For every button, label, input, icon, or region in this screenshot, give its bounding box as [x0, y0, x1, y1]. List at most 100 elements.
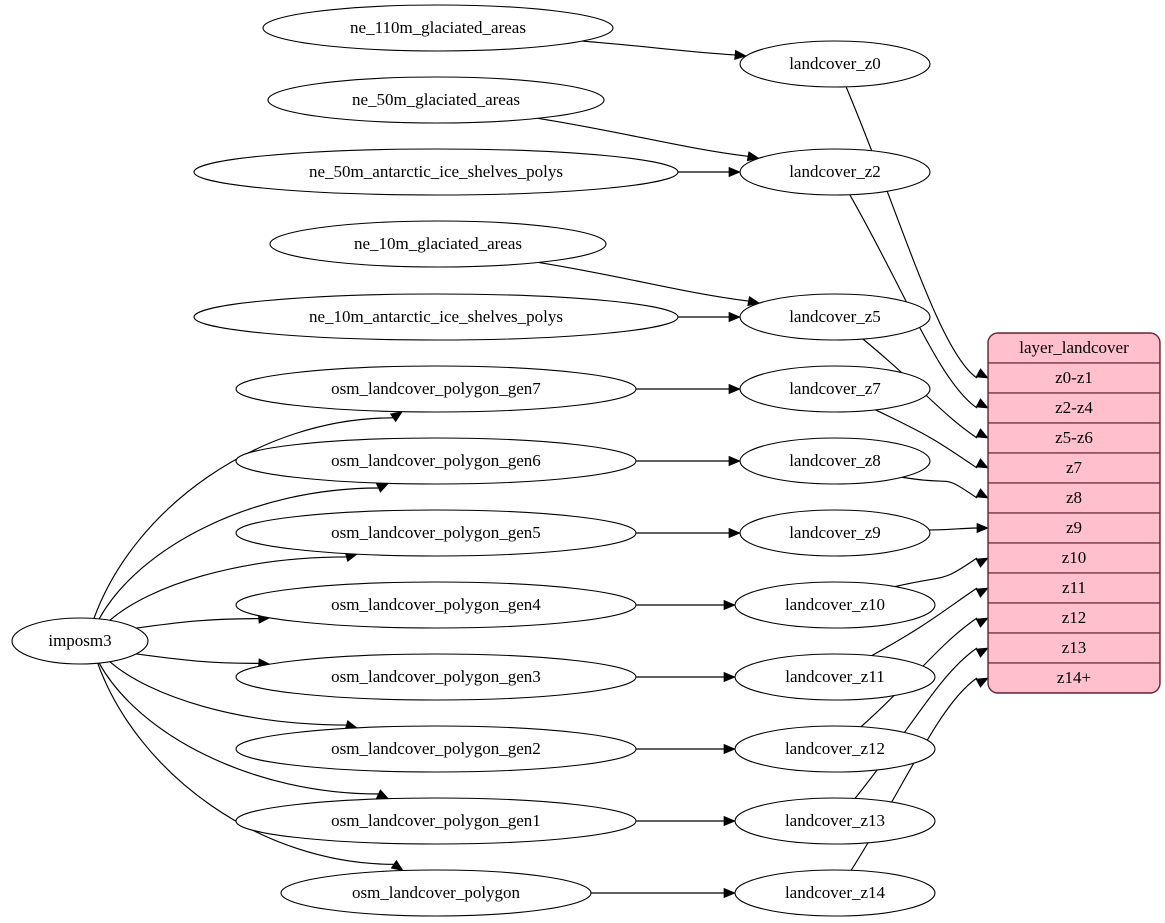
- node-landcover-z10[interactable]: landcover_z10: [734, 581, 936, 629]
- arrowhead-edge-landcover-z10-to-z10: [975, 557, 989, 568]
- node-label: ne_10m_glaciated_areas: [354, 234, 522, 253]
- node-ellipse: [235, 581, 637, 629]
- node-ellipse: [739, 148, 931, 196]
- edge-imposm3-to-osm-landcover-polygon: [97, 663, 394, 865]
- arrowhead-edge-landcover-z14-to-z14+: [975, 677, 989, 688]
- table-row-label: z8: [1066, 488, 1082, 507]
- node-imposm3[interactable]: imposm3: [11, 617, 149, 665]
- node-landcover-z0[interactable]: landcover_z0: [739, 40, 931, 88]
- node-osm-landcover-polygon-gen5[interactable]: osm_landcover_polygon_gen5: [235, 509, 637, 557]
- arrowhead-edge-landcover-z8-to-z8: [975, 488, 989, 499]
- arrowhead-edge-osm-landcover-polygon-gen7-to-landcover-z7: [728, 383, 741, 395]
- node-osm-landcover-polygon-gen3[interactable]: osm_landcover_polygon_gen3: [235, 653, 637, 701]
- node-label: landcover_z9: [789, 523, 881, 542]
- node-ellipse: [262, 4, 614, 52]
- table-row-z0-z1[interactable]: [988, 362, 1160, 394]
- edge-imposm3-to-osm-landcover-polygon-gen4: [136, 618, 259, 629]
- edge-ne-10m-glaciated-areas-to-landcover-z5: [538, 261, 749, 302]
- arrowhead-edge-osm-landcover-polygon-gen4-to-landcover-z10: [723, 599, 736, 611]
- table-row-label: z11: [1062, 578, 1086, 597]
- node-landcover-z9[interactable]: landcover_z9: [739, 509, 931, 557]
- nodes-layer: ne_110m_glaciated_areas ne_50m_glaciated_…: [11, 4, 936, 917]
- edge-landcover-z7-to-z7: [875, 409, 978, 469]
- table-row-z12[interactable]: [988, 602, 1160, 634]
- arrowhead-edge-osm-landcover-polygon-gen2-to-landcover-z12: [723, 743, 736, 755]
- arrowhead-edge-osm-landcover-polygon-gen3-to-landcover-z11: [723, 671, 736, 683]
- table-row-z11[interactable]: [988, 572, 1160, 604]
- table-row-label: z5-z6: [1055, 428, 1093, 447]
- node-landcover-z11[interactable]: landcover_z11: [734, 653, 936, 701]
- table-row-label: z2-z4: [1055, 398, 1093, 417]
- arrowhead-edge-ne-110m-glaciated-areas-to-landcover-z0: [734, 49, 747, 61]
- node-label: landcover_z11: [785, 667, 884, 686]
- table-body: layer_landcoverz0-z1z2-z4z5-z6z7z8z9z10z…: [988, 333, 1160, 693]
- arrowhead-edge-osm-landcover-polygon-gen6-to-landcover-z8: [728, 455, 741, 467]
- arrowhead-edge-osm-landcover-polygon-gen1-to-landcover-z13: [723, 815, 736, 827]
- node-landcover-z2[interactable]: landcover_z2: [739, 148, 931, 196]
- node-ellipse: [235, 437, 637, 485]
- node-label: ne_10m_antarctic_ice_shelves_polys: [309, 307, 563, 326]
- arrowhead-edge-ne-50m-glaciated-areas-to-landcover-z2: [746, 151, 760, 162]
- node-osm-landcover-polygon-gen7[interactable]: osm_landcover_polygon_gen7: [235, 365, 637, 413]
- edge-imposm3-to-osm-landcover-polygon-gen1: [98, 662, 379, 795]
- table-outline: [987, 332, 1161, 694]
- node-ellipse: [193, 148, 679, 196]
- node-label: landcover_z12: [785, 739, 885, 758]
- node-ellipse: [235, 653, 637, 701]
- node-ellipse: [739, 293, 931, 341]
- node-ne-50m-glaciated-areas[interactable]: ne_50m_glaciated_areas: [267, 76, 605, 124]
- table-row-z14+[interactable]: [988, 662, 1160, 693]
- node-osm-landcover-polygon[interactable]: osm_landcover_polygon: [280, 869, 592, 917]
- node-landcover-z8[interactable]: landcover_z8: [739, 437, 931, 485]
- table-row-label: z0-z1: [1055, 368, 1093, 387]
- edge-landcover-z13-to-z13: [854, 647, 978, 799]
- node-osm-landcover-polygon-gen1[interactable]: osm_landcover_polygon_gen1: [235, 797, 637, 845]
- edge-ne-110m-glaciated-areas-to-landcover-z0: [581, 40, 736, 56]
- edge-imposm3-to-osm-landcover-polygon-gen6: [98, 487, 379, 620]
- node-osm-landcover-polygon-gen4[interactable]: osm_landcover_polygon_gen4: [235, 581, 637, 629]
- node-ellipse: [235, 509, 637, 557]
- node-label: osm_landcover_polygon_gen4: [331, 595, 541, 614]
- node-landcover-z13[interactable]: landcover_z13: [734, 797, 936, 845]
- node-osm-landcover-polygon-gen6[interactable]: osm_landcover_polygon_gen6: [235, 437, 637, 485]
- table-row-label: z10: [1062, 548, 1087, 567]
- node-ellipse: [193, 293, 679, 341]
- arrowhead-edge-landcover-z0-to-z0-z1: [975, 368, 989, 379]
- node-ne-50m-antarctic-ice-shelves-polys[interactable]: ne_50m_antarctic_ice_shelves_polys: [193, 148, 679, 196]
- node-label: imposm3: [48, 631, 111, 650]
- arrowhead-edge-ne-10m-glaciated-areas-to-landcover-z5: [747, 295, 761, 307]
- node-label: ne_50m_glaciated_areas: [352, 90, 520, 109]
- arrowhead-edge-ne-10m-antarctic-ice-shelves-polys-to-landcover-z5: [728, 311, 741, 323]
- edge-imposm3-to-osm-landcover-polygon-gen5: [109, 556, 347, 621]
- node-landcover-z12[interactable]: landcover_z12: [734, 725, 936, 773]
- node-landcover-z14[interactable]: landcover_z14: [734, 869, 936, 917]
- node-ellipse: [739, 437, 931, 485]
- node-label: ne_110m_glaciated_areas: [350, 18, 526, 37]
- node-ne-10m-glaciated-areas[interactable]: ne_10m_glaciated_areas: [269, 220, 607, 268]
- node-osm-landcover-polygon-gen2[interactable]: osm_landcover_polygon_gen2: [235, 725, 637, 773]
- node-ellipse: [734, 725, 936, 773]
- table-row-label: z12: [1062, 608, 1087, 627]
- edge-ne-50m-glaciated-areas-to-landcover-z2: [537, 117, 749, 157]
- node-label: landcover_z8: [789, 451, 881, 470]
- node-landcover-z7[interactable]: landcover_z7: [739, 365, 931, 413]
- edge-landcover-z9-to-z9: [929, 527, 978, 531]
- node-ellipse: [267, 76, 605, 124]
- arrowhead-edge-imposm3-to-osm-landcover-polygon-gen7: [389, 411, 403, 423]
- table-row-label: z7: [1066, 458, 1083, 477]
- node-ne-110m-glaciated-areas[interactable]: ne_110m_glaciated_areas: [262, 4, 614, 52]
- node-ellipse: [739, 365, 931, 413]
- node-ne-10m-antarctic-ice-shelves-polys[interactable]: ne_10m_antarctic_ice_shelves_polys: [193, 293, 679, 341]
- edge-imposm3-to-osm-landcover-polygon-gen2: [109, 661, 347, 726]
- node-label: landcover_z7: [789, 379, 881, 398]
- node-ellipse: [235, 365, 637, 413]
- arrowhead-edge-landcover-z7-to-z7: [975, 458, 989, 469]
- edge-landcover-z8-to-z8: [902, 476, 978, 499]
- node-landcover-z5[interactable]: landcover_z5: [739, 293, 931, 341]
- node-ellipse: [734, 869, 936, 917]
- arrowhead-edge-landcover-z11-to-z11: [975, 587, 989, 598]
- node-label: osm_landcover_polygon_gen6: [331, 451, 541, 470]
- table-header-label: layer_landcover: [1019, 338, 1129, 357]
